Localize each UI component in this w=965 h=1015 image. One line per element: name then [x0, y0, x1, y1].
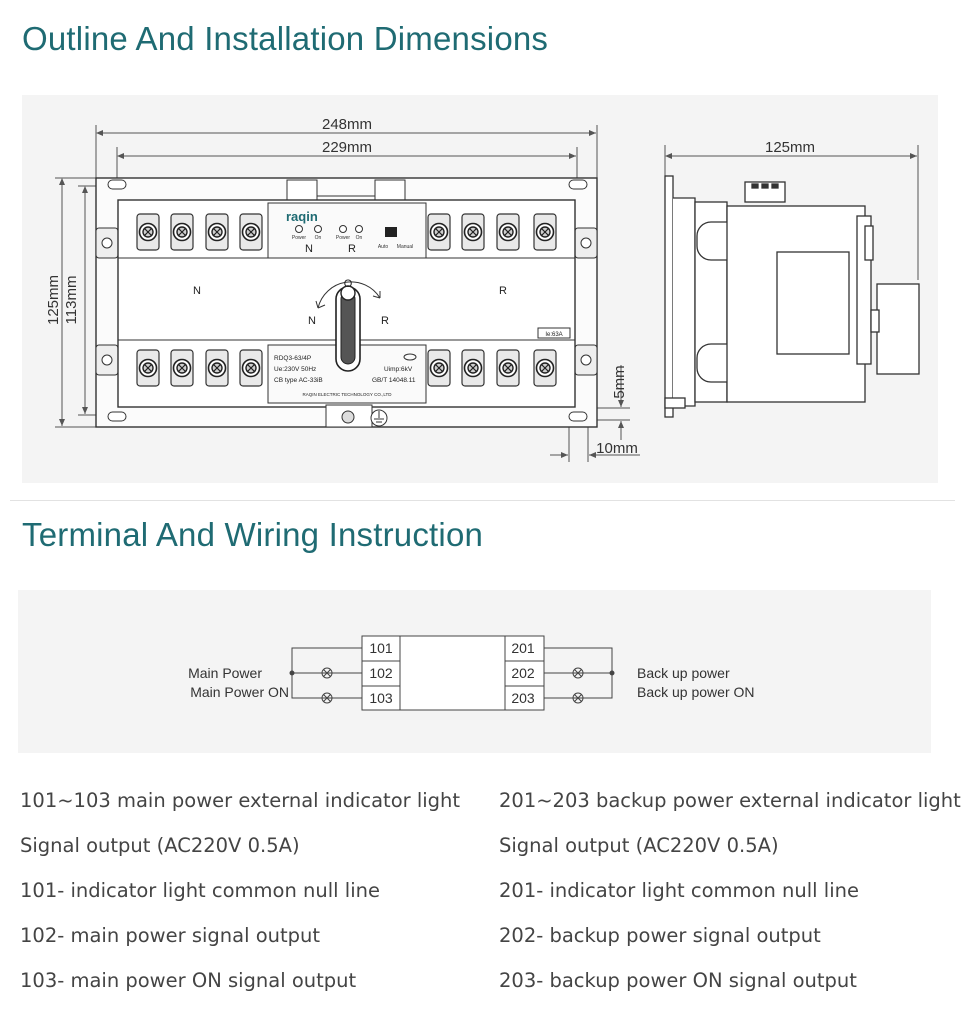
dimension-113mm-height-label: 113mm — [63, 276, 80, 325]
auto-label: Auto — [378, 244, 389, 250]
desc-right-2: Signal output (AC220V 0.5A) — [499, 834, 779, 857]
desc-right-1: 201~203 backup power external indicator … — [499, 789, 961, 812]
terminal-202: 202 — [511, 665, 535, 681]
side-n-label: N — [193, 285, 201, 297]
desc-right-3: 201- indicator light common null line — [499, 879, 859, 902]
desc-left-3: 101- indicator light common null line — [20, 879, 380, 902]
wiring-section-title: Terminal And Wiring Instruction — [22, 516, 484, 553]
indicator-on-n-label: On — [315, 235, 322, 241]
terminal-103: 103 — [369, 690, 393, 706]
manual-label: Manual — [397, 244, 413, 250]
indicator-power-n-label: Power — [292, 235, 307, 241]
backup-power-label: Back up power — [637, 665, 730, 681]
desc-left-2: Signal output (AC220V 0.5A) — [20, 834, 300, 857]
panel-r-label: R — [348, 243, 356, 255]
dimension-125mm-depth-label: 125mm — [765, 139, 815, 156]
model-label: RDQ3-63/4P — [274, 355, 311, 362]
ue-label: Ue:230V 50Hz — [274, 366, 316, 373]
dimension-125mm-depth — [664, 145, 919, 280]
main-power-label: Main Power — [188, 665, 262, 681]
desc-left-5: 103- main power ON signal output — [20, 969, 357, 992]
side-r-label: R — [499, 285, 507, 297]
standard-label: GB/T 14048.11 — [372, 377, 416, 384]
wiring-diagram-panel: 101 102 103 201 202 203 Main Power Main … — [18, 590, 931, 753]
backup-power-wiring — [544, 647, 615, 704]
backup-power-on-label: Back up power ON — [637, 684, 755, 700]
rating-badge: Ie:63A — [545, 332, 562, 338]
auto-manual-switch — [385, 227, 397, 237]
dimension-5mm-label: 5mm — [611, 365, 628, 398]
maker-label: RAQIN ELECTRIC TECHNOLOGY CO.,LTD — [302, 392, 392, 397]
indicator-lights — [295, 225, 363, 233]
uimp-label: Uimp:6kV — [384, 366, 413, 373]
device-side-view — [664, 175, 920, 418]
dimension-10mm-label: 10mm — [596, 440, 638, 457]
knob-o-label: O — [344, 278, 353, 290]
outline-drawing-panel: 248mm 229mm 125mm 113mm 5mm — [22, 95, 938, 483]
wiring-diagram: 101 102 103 201 202 203 Main Power Main … — [188, 635, 755, 711]
panel-n-label: N — [305, 243, 313, 255]
dimension-229mm-label: 229mm — [322, 139, 372, 156]
terminal-201: 201 — [511, 640, 535, 656]
indicator-power-r-label: Power — [336, 235, 351, 241]
outline-section-title: Outline And Installation Dimensions — [22, 20, 549, 57]
desc-left-4: 102- main power signal output — [20, 924, 321, 947]
dimension-248mm-label: 248mm — [322, 116, 372, 133]
terminal-203: 203 — [511, 690, 535, 706]
main-power-wiring — [289, 647, 362, 704]
changeover-handle — [315, 281, 381, 372]
indicator-on-r-label: On — [356, 235, 363, 241]
terminal-101: 101 — [369, 640, 393, 656]
terminal-block-outline — [361, 635, 545, 711]
terminal-102: 102 — [369, 665, 393, 681]
knob-n-label: N — [308, 315, 316, 327]
desc-left-1: 101~103 main power external indicator li… — [20, 789, 461, 812]
dimension-125mm-height-label: 125mm — [45, 275, 62, 325]
desc-right-5: 203- backup power ON signal output — [499, 969, 857, 992]
brand-logo: raqin — [286, 209, 318, 224]
dimension-248mm — [95, 125, 598, 180]
main-power-on-label: Main Power ON — [190, 684, 289, 700]
section-divider — [10, 500, 955, 501]
desc-right-4: 202- backup power signal output — [499, 924, 821, 947]
cb-type-label: CB type AC-33iB — [274, 377, 323, 384]
knob-r-label: R — [381, 315, 389, 327]
outline-drawing: 248mm 229mm 125mm 113mm 5mm — [45, 116, 920, 462]
